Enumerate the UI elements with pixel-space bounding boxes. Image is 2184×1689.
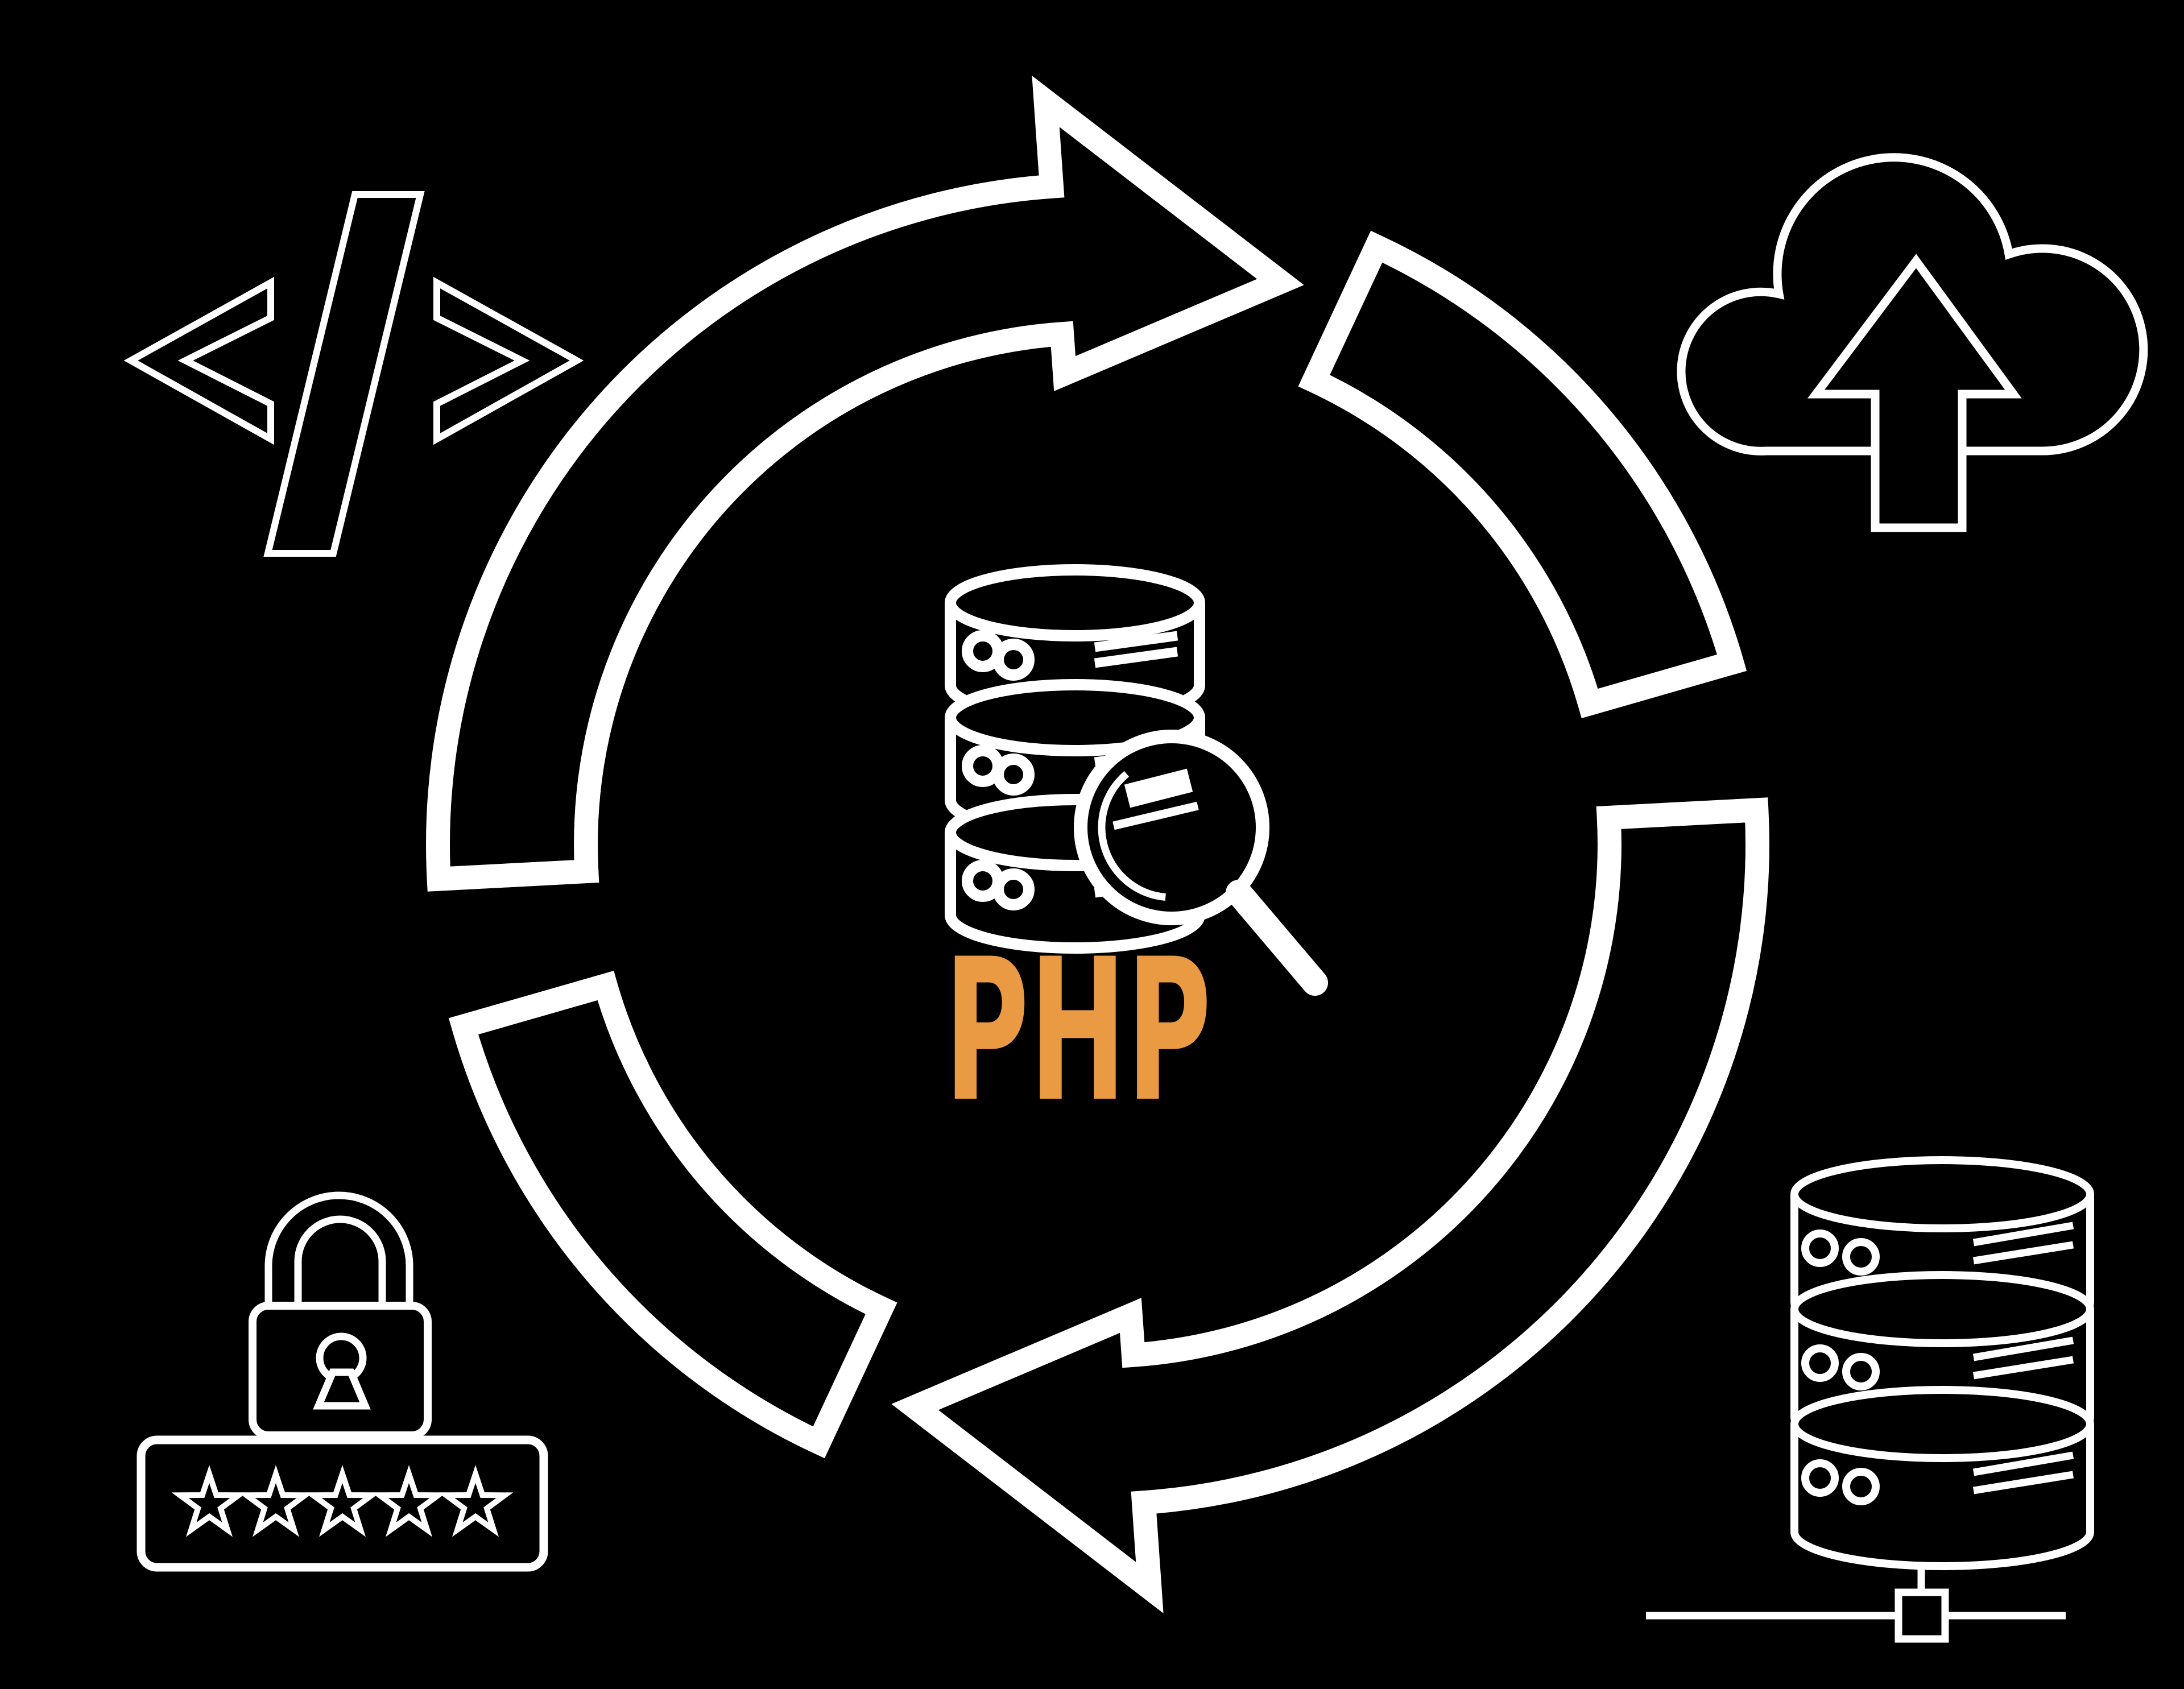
db-led-dot	[992, 868, 1035, 910]
keyhole-stem	[313, 1368, 371, 1410]
database-server-icon	[1646, 1156, 2094, 1643]
server-tier-top-rim	[1790, 1194, 2094, 1232]
db-tier-top-rim	[945, 602, 1205, 641]
magnifier-icon	[1074, 730, 1328, 996]
server-tier-top-rim	[1790, 1423, 2094, 1462]
line-art-group: PHP	[123, 76, 2148, 1643]
lens-data-line	[1112, 801, 1199, 830]
padlock-shackle-outer	[264, 1191, 413, 1308]
cycle-arc-upper-right	[1298, 230, 1747, 718]
password-lock-icon	[136, 1191, 548, 1572]
magnifier-handle	[1226, 880, 1328, 996]
cycle-arc-bottom-right-arrow	[891, 797, 1769, 1613]
password-field	[136, 1435, 548, 1572]
chevron-right-icon	[433, 276, 584, 445]
db-led-dot	[992, 754, 1035, 796]
chevron-left-icon	[123, 276, 274, 445]
db-slot-lines	[1094, 631, 1178, 668]
magnifier-lens	[1074, 730, 1269, 925]
server-slot-lines	[1972, 1222, 2074, 1265]
cycle-arc-lower-left	[448, 971, 897, 1459]
database-search-icon	[945, 564, 1328, 996]
sync-cycle-icon	[426, 76, 1769, 1613]
server-tier-top-rim	[1790, 1309, 2094, 1347]
upload-arrow-icon	[1807, 254, 2022, 532]
magnifier-inner-rim	[1098, 771, 1166, 901]
server-led-dot	[1842, 1238, 1880, 1276]
server-tier-3	[1790, 1386, 2094, 1570]
server-led-dot	[1842, 1353, 1880, 1390]
db-tier-1	[945, 564, 1205, 724]
server-led-dot	[1842, 1468, 1880, 1505]
code-icon	[123, 191, 584, 557]
server-slot-lines	[1972, 1451, 2074, 1495]
server-led-dot	[1801, 1344, 1839, 1382]
padlock-shackle-inner	[294, 1215, 386, 1308]
server-led-dot	[1801, 1459, 1839, 1497]
server-tier-body	[1790, 1386, 2094, 1570]
cloud-upload-icon	[1677, 153, 2148, 532]
db-led-dot	[992, 639, 1035, 681]
server-led-dot	[1801, 1230, 1839, 1267]
network-node-square	[1895, 1588, 1949, 1643]
php-label: PHP	[944, 917, 1211, 1145]
code-slash	[263, 191, 425, 557]
server-slot-lines	[1972, 1336, 2074, 1380]
cycle-arc-top-left-arrow	[426, 76, 1304, 892]
lens-data-bar	[1124, 768, 1193, 808]
